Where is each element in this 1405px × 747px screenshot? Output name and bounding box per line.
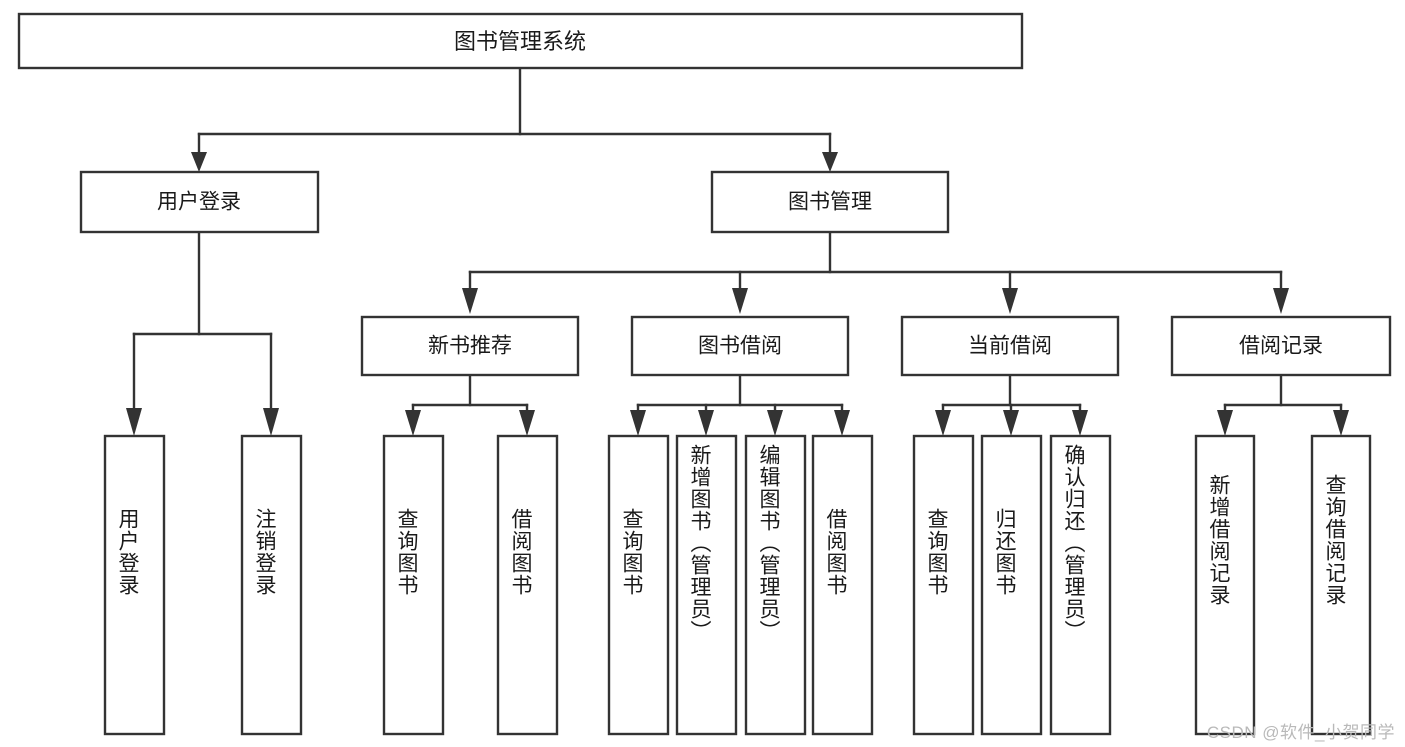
node-current-borrow[interactable] [900, 315, 1120, 377]
node-leaf-add-book[interactable] [675, 434, 738, 736]
node-leaf-query-book-1[interactable] [382, 434, 445, 736]
node-leaf-borrow-book-1[interactable] [496, 434, 559, 736]
arrow-book-manage-to-borrow-record [1273, 288, 1289, 314]
node-leaf-logout-login[interactable] [240, 434, 303, 736]
arrow-new-book-leaf-1 [405, 410, 421, 436]
node-new-book-recommend[interactable] [360, 315, 580, 377]
node-borrow-record[interactable] [1170, 315, 1392, 377]
node-new-book-recommend-label: 新书推荐 [428, 335, 512, 358]
arrow-new-book-leaf-2 [519, 410, 535, 436]
arrow-book-manage-to-current-borrow [1002, 288, 1018, 314]
arrow-book-borrow-leaf-1 [630, 410, 646, 436]
node-book-manage[interactable] [710, 170, 950, 234]
node-current-borrow-label: 当前借阅 [968, 335, 1052, 358]
node-leaf-add-record[interactable] [1194, 434, 1256, 736]
node-leaf-confirm-return[interactable] [1049, 434, 1112, 736]
arrow-book-manage-to-new-book [462, 288, 478, 314]
arrow-current-borrow-leaf-2 [1003, 410, 1019, 436]
arrow-book-borrow-leaf-4 [834, 410, 850, 436]
arrow-book-borrow-leaf-2 [698, 410, 714, 436]
node-leaf-user-login[interactable] [103, 434, 166, 736]
node-leaf-query-book-3[interactable] [912, 434, 975, 736]
csdn-watermark: CSDN @软件_小贺同学 [1206, 723, 1395, 742]
node-user-login[interactable] [79, 170, 320, 234]
connector-layer [126, 66, 1349, 436]
node-root[interactable] [17, 12, 1024, 70]
arrow-user-login-leaf-2 [263, 408, 279, 436]
node-leaf-query-book-2[interactable] [607, 434, 670, 736]
arrow-root-to-book-manage [822, 152, 838, 172]
arrow-user-login-leaf-1 [126, 408, 142, 436]
node-book-manage-label: 图书管理 [788, 191, 872, 214]
arrow-borrow-record-leaf-1 [1217, 410, 1233, 436]
node-layer: 图书管理系统 用户登录 图书管理 新书推荐 图书借阅 当前借阅 借阅记录 [17, 12, 1392, 736]
node-book-borrow[interactable] [630, 315, 850, 377]
node-leaf-return-book[interactable] [980, 434, 1043, 736]
arrow-book-manage-to-book-borrow [732, 288, 748, 314]
arrow-current-borrow-leaf-3 [1072, 410, 1088, 436]
arrow-book-borrow-leaf-3 [767, 410, 783, 436]
arrow-root-to-user-login [191, 152, 207, 172]
node-leaf-borrow-book-2[interactable] [811, 434, 874, 736]
node-book-borrow-label: 图书借阅 [698, 335, 782, 358]
node-borrow-record-label: 借阅记录 [1239, 335, 1323, 358]
node-leaf-edit-book[interactable] [744, 434, 807, 736]
node-leaf-query-record[interactable] [1310, 434, 1372, 736]
node-user-login-label: 用户登录 [157, 191, 241, 214]
arrow-borrow-record-leaf-2 [1333, 410, 1349, 436]
arrow-current-borrow-leaf-1 [935, 410, 951, 436]
node-root-label: 图书管理系统 [454, 29, 586, 54]
